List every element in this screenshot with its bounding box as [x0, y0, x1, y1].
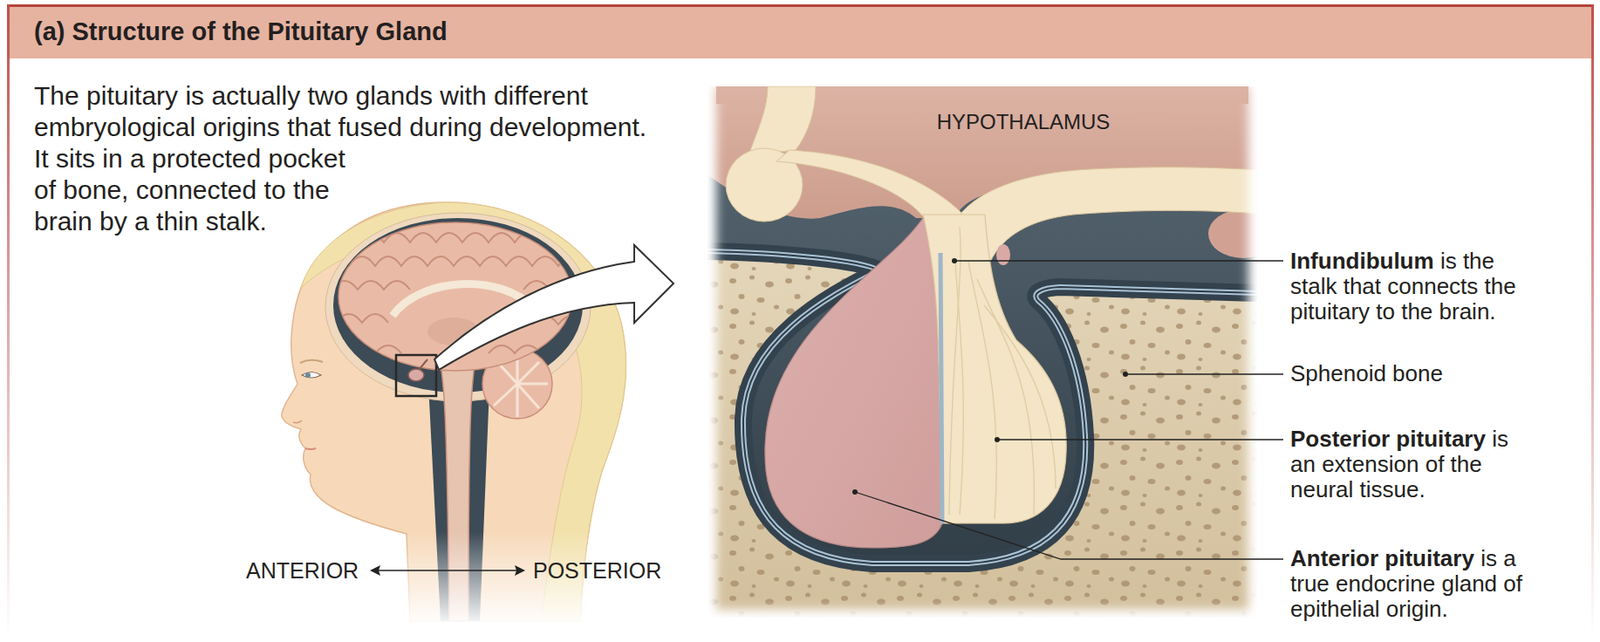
zoom-box: [396, 355, 437, 397]
orientation-line: [373, 569, 522, 572]
neural-tract: [776, 150, 973, 226]
orientation-head: [514, 565, 526, 576]
orientation-label: POSTERIOR: [533, 557, 662, 584]
fibre: [977, 279, 1034, 515]
leader-dot: [951, 258, 958, 264]
mini-stalk: [418, 359, 428, 370]
zoom-arrow: [434, 245, 674, 370]
leader-dot: [1122, 371, 1129, 377]
neural-tract: [950, 167, 1258, 262]
callout-text: Sphenoid bone: [1290, 361, 1553, 387]
orientation-label: POSTERIOR: [533, 558, 662, 583]
callout-text: Anterior pituitaryis a true endocrine gl…: [1290, 546, 1531, 623]
fibre: [968, 261, 997, 520]
intro-text: The pituitary is actually two glands wit…: [34, 80, 667, 336]
frame-right: [1591, 4, 1594, 637]
callout-text: Sphenoid bone: [1290, 360, 1443, 387]
gyrus-line: [331, 232, 568, 243]
tissue-nub: [996, 244, 1011, 266]
cistern: [707, 86, 1258, 618]
leader-line: [1125, 373, 1284, 375]
nostril: [293, 420, 302, 424]
callout-text: Infundibulumis the stalk that connects t…: [1290, 248, 1541, 325]
part-name: Posterior pituitary: [1290, 425, 1486, 452]
frame-top: [6, 4, 1594, 7]
pituitary-panel: [707, 86, 1279, 618]
fibre: [955, 261, 964, 515]
eyebrow: [300, 360, 323, 363]
brainstem: [436, 344, 479, 622]
orientation-label: ANTERIOR: [246, 557, 359, 584]
leader-lines: [854, 260, 1284, 560]
leader-line: [854, 492, 1284, 560]
iris: [305, 372, 311, 378]
figure-title: (a) Structure of the Pituitary Gland: [34, 16, 448, 47]
leader-line: [954, 259, 1284, 261]
nerve-fibres: [949, 226, 1056, 520]
orientation-head: [369, 565, 381, 576]
leader-line: [997, 438, 1284, 440]
part-name: Infundibulum: [1290, 247, 1435, 274]
mini-pituitary: [408, 369, 424, 382]
callout-text: Posterior pituitaryis an extension of th…: [1290, 426, 1526, 503]
lobe-boundary: [940, 252, 943, 524]
region-label: HYPOTHALAMUS: [936, 109, 1111, 135]
orientation-label: ANTERIOR: [246, 558, 359, 583]
eye: [301, 372, 322, 379]
frame-left: [6, 4, 10, 637]
anterior-pituitary: [765, 218, 943, 548]
leader-dots: [852, 258, 1129, 495]
mammillary-body: [1208, 209, 1279, 259]
wrap-spacer: [365, 143, 667, 336]
intro-text: The pituitary is actually two glands wit…: [34, 81, 647, 236]
region-label: HYPOTHALAMUS: [936, 109, 1111, 134]
part-name: Anterior pituitary: [1290, 545, 1475, 572]
leader-dot: [994, 437, 1000, 443]
neural-tract: [748, 86, 816, 156]
mouth: [305, 448, 316, 450]
title-band: [7, 5, 1594, 59]
gyrus-line: [322, 256, 585, 267]
fibre: [949, 226, 961, 515]
leader-dot: [852, 489, 858, 495]
fibre: [984, 305, 1056, 489]
